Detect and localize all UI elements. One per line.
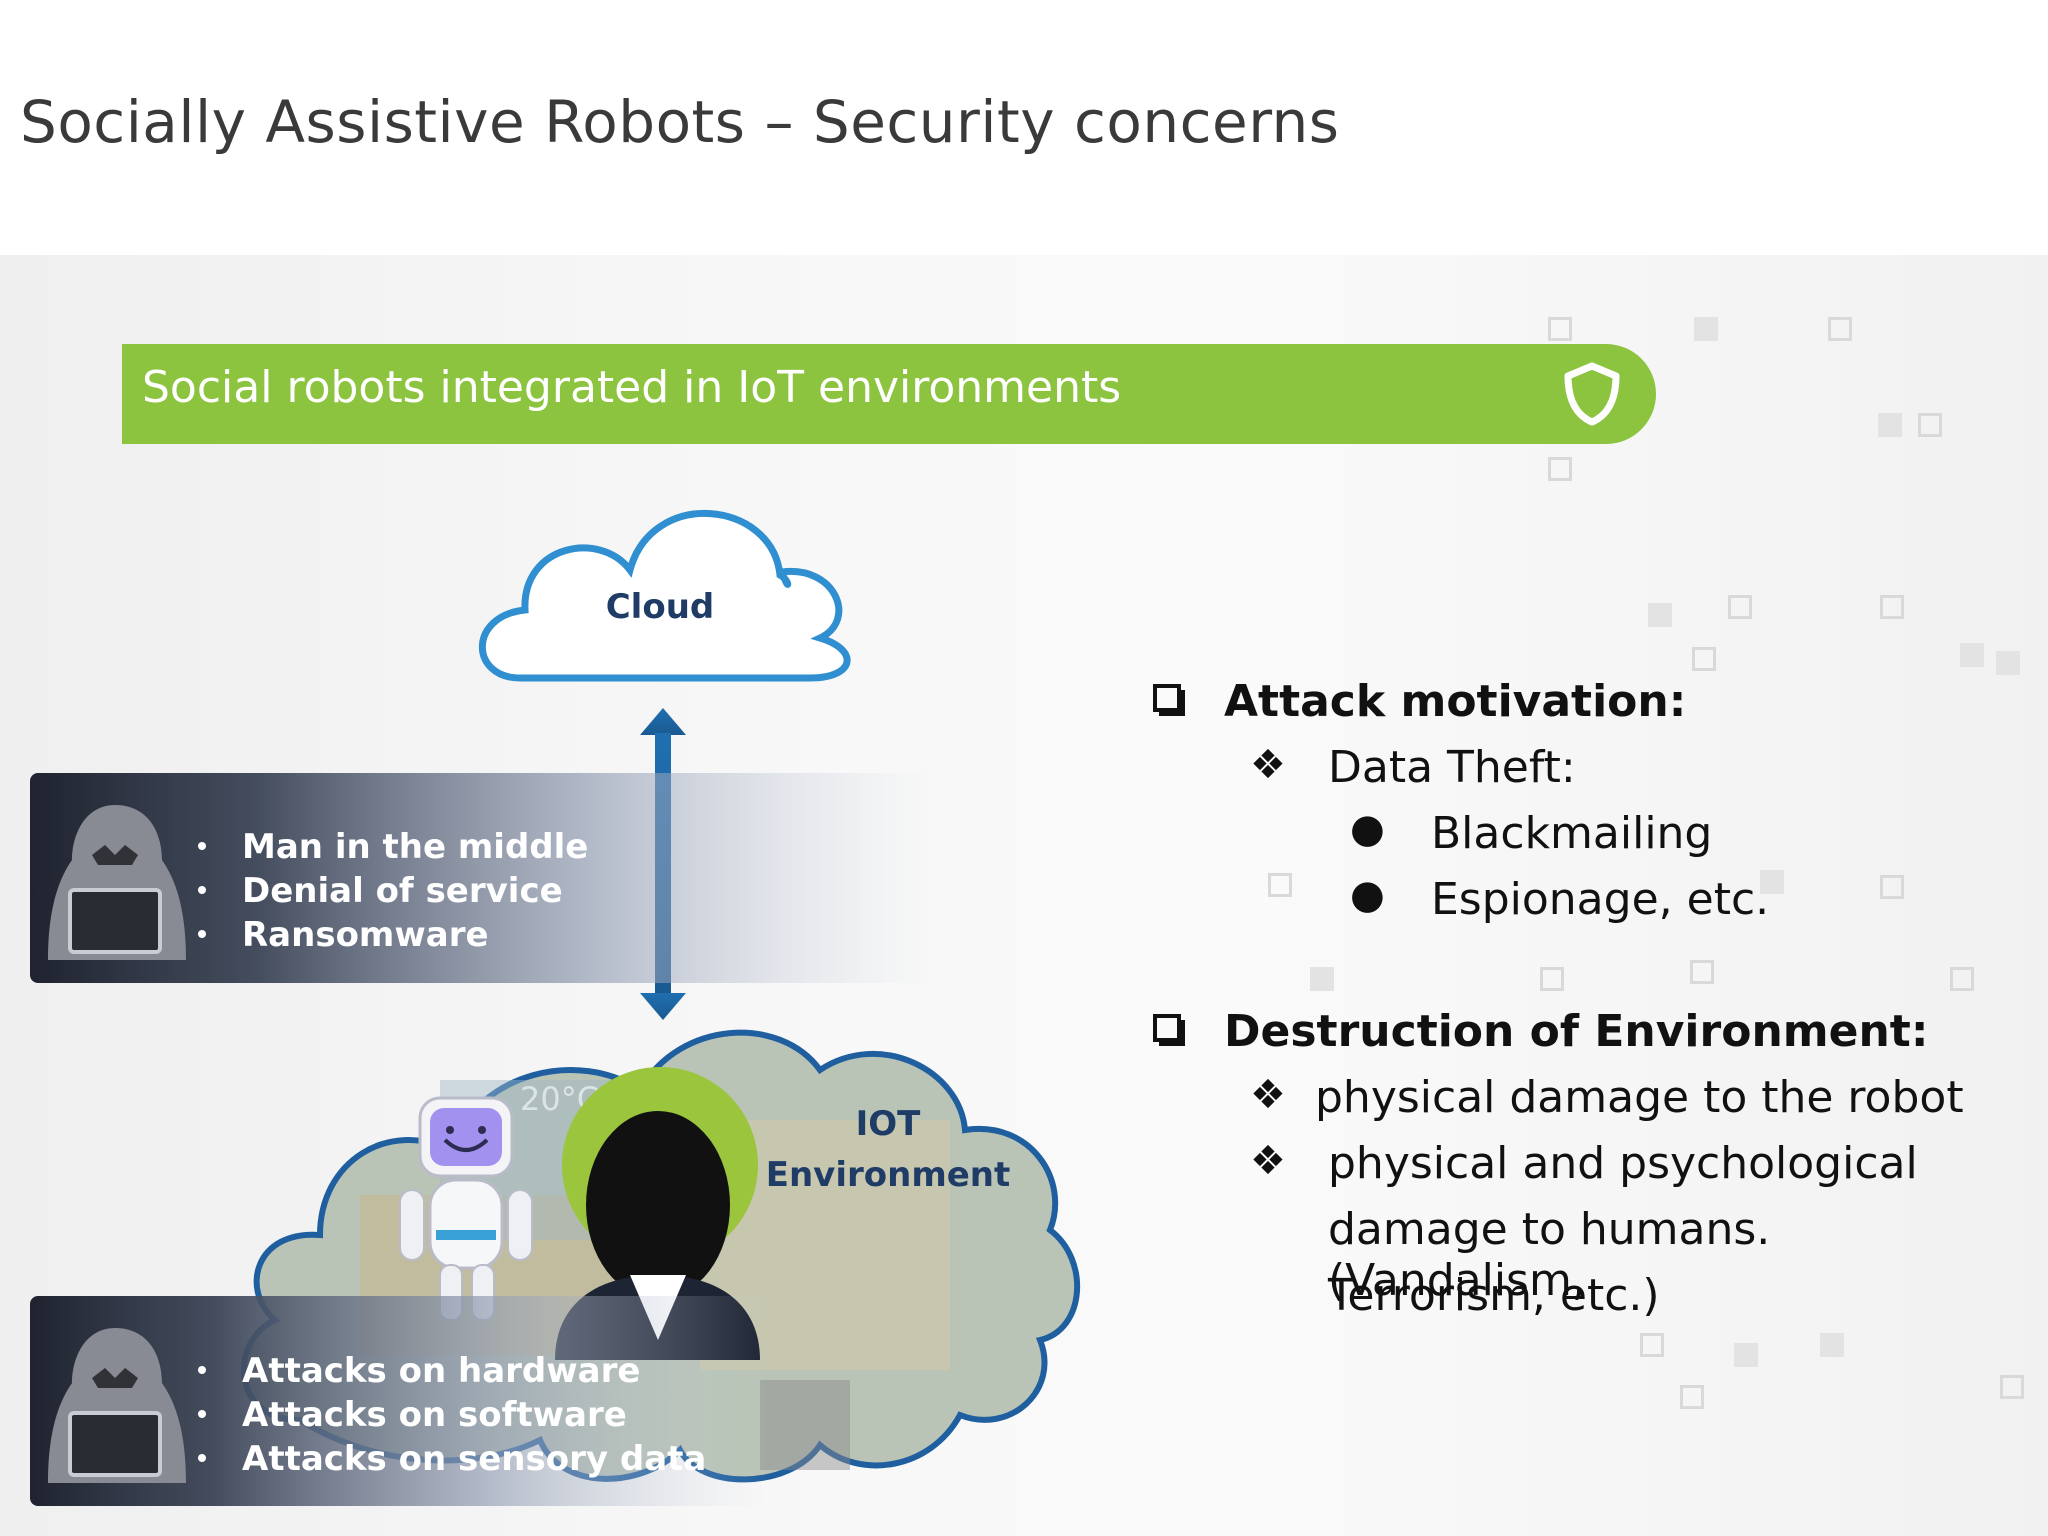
diamond-bullet-icon: ❖: [1250, 1072, 1286, 1118]
hacker-icon: [48, 1328, 186, 1483]
list-item: ❖ physical damage to the robot: [1148, 1066, 2028, 1132]
topic-banner: Social robots integrated in IoT environm…: [122, 344, 1656, 444]
network-attack-1: Man in the middle: [242, 827, 588, 867]
diamond-bullet-icon: ❖: [1250, 742, 1286, 788]
attack-motivation-heading: Attack motivation:: [1224, 676, 1687, 727]
attack-motivation-section: Attack motivation:: [1148, 670, 2028, 736]
device-attack-2: Attacks on software: [242, 1395, 627, 1435]
shield-icon: [1564, 362, 1620, 426]
list-item: ❖ Data Theft:: [1148, 736, 2028, 802]
destruction-item: physical damage to the robot: [1315, 1072, 1964, 1123]
list-item-continuation: damage to humans. (Vandalism,: [1148, 1198, 2028, 1306]
security-concerns-list: Attack motivation: ❖ Data Theft: ● Black…: [1148, 670, 2028, 1330]
cloud-label: Cloud: [606, 587, 715, 627]
hacker-icon: [48, 805, 186, 960]
iot-label-line2: Environment: [766, 1155, 1011, 1195]
network-attack-3: Ransomware: [242, 915, 489, 955]
destruction-heading: Destruction of Environment:: [1224, 1006, 1929, 1057]
list-item: ● Blackmailing: [1148, 802, 2028, 868]
destruction-item: physical and psychological: [1328, 1138, 1918, 1189]
destruction-section: Destruction of Environment:: [1148, 1000, 2028, 1066]
device-attack-1: Attacks on hardware: [242, 1351, 640, 1391]
bullet-dot-icon: ●: [1350, 872, 1385, 918]
device-attack-3: Attacks on sensory data: [242, 1439, 706, 1479]
motivation-item: Espionage, etc.: [1431, 874, 1770, 925]
iot-label-line1: IOT: [856, 1104, 922, 1144]
network-attack-2: Denial of service: [242, 871, 563, 911]
device-attacks-panel: Attacks on hardware Attacks on software …: [30, 1296, 770, 1506]
diamond-bullet-icon: ❖: [1250, 1138, 1286, 1184]
data-theft-label: Data Theft:: [1328, 742, 1576, 793]
network-attacks-panel: Man in the middle Denial of service Rans…: [30, 773, 940, 983]
checkbox-bullet-icon: [1153, 684, 1181, 712]
destruction-item: Terrorism, etc.): [1328, 1270, 1660, 1321]
bullet-dot-icon: ●: [1350, 806, 1385, 852]
robot-illustration: [399, 1096, 533, 1321]
iot-security-diagram: Cloud 20°C IOT Environment: [30, 509, 1081, 1506]
cloud-shape: [478, 509, 851, 682]
checkbox-bullet-icon: [1153, 1014, 1181, 1042]
destruction-item: damage to humans. (Vandalism,: [1328, 1204, 1771, 1306]
list-item: ● Espionage, etc.: [1148, 868, 2028, 934]
list-item: ❖ physical and psychological: [1148, 1132, 2028, 1198]
slide-title: Socially Assistive Robots – Security con…: [20, 88, 1340, 156]
motivation-item: Blackmailing: [1431, 808, 1713, 859]
banner-title: Social robots integrated in IoT environm…: [142, 362, 1122, 413]
list-item-continuation: Terrorism, etc.): [1148, 1264, 2028, 1330]
